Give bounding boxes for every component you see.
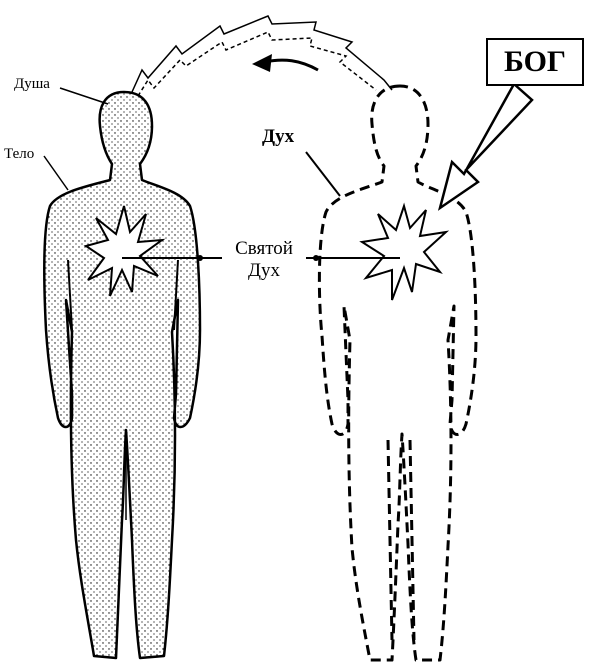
left-figure-outline <box>44 92 200 658</box>
holy-spirit-dot-right <box>313 255 319 261</box>
god-box: БОГ <box>486 38 584 86</box>
god-arrow <box>440 84 532 208</box>
holy-spirit-label-line2: Дух <box>222 260 306 282</box>
lightning-arc <box>132 16 392 96</box>
lightning-arc-outer <box>132 16 392 92</box>
soul-label: Душа <box>14 76 50 93</box>
spirit-label: Дух <box>262 126 294 148</box>
spirit-leader-line <box>306 152 340 196</box>
body-leader-line <box>44 156 68 190</box>
lightning-direction-arrow <box>264 60 318 70</box>
holy-spirit-burst-right <box>362 206 446 300</box>
holy-spirit-dot-left <box>197 255 203 261</box>
god-arrow-shape <box>440 84 532 208</box>
god-label: БОГ <box>504 45 566 79</box>
body-label: Тело <box>4 146 34 163</box>
soul-leader-line <box>60 88 108 104</box>
lightning-direction-arrowhead <box>252 54 272 72</box>
right-figure-leg-line-left <box>388 440 392 640</box>
holy-spirit-label: Святой Дух <box>222 238 306 282</box>
physical-human-figure <box>44 92 200 658</box>
holy-spirit-label-line1: Святой <box>222 238 306 260</box>
